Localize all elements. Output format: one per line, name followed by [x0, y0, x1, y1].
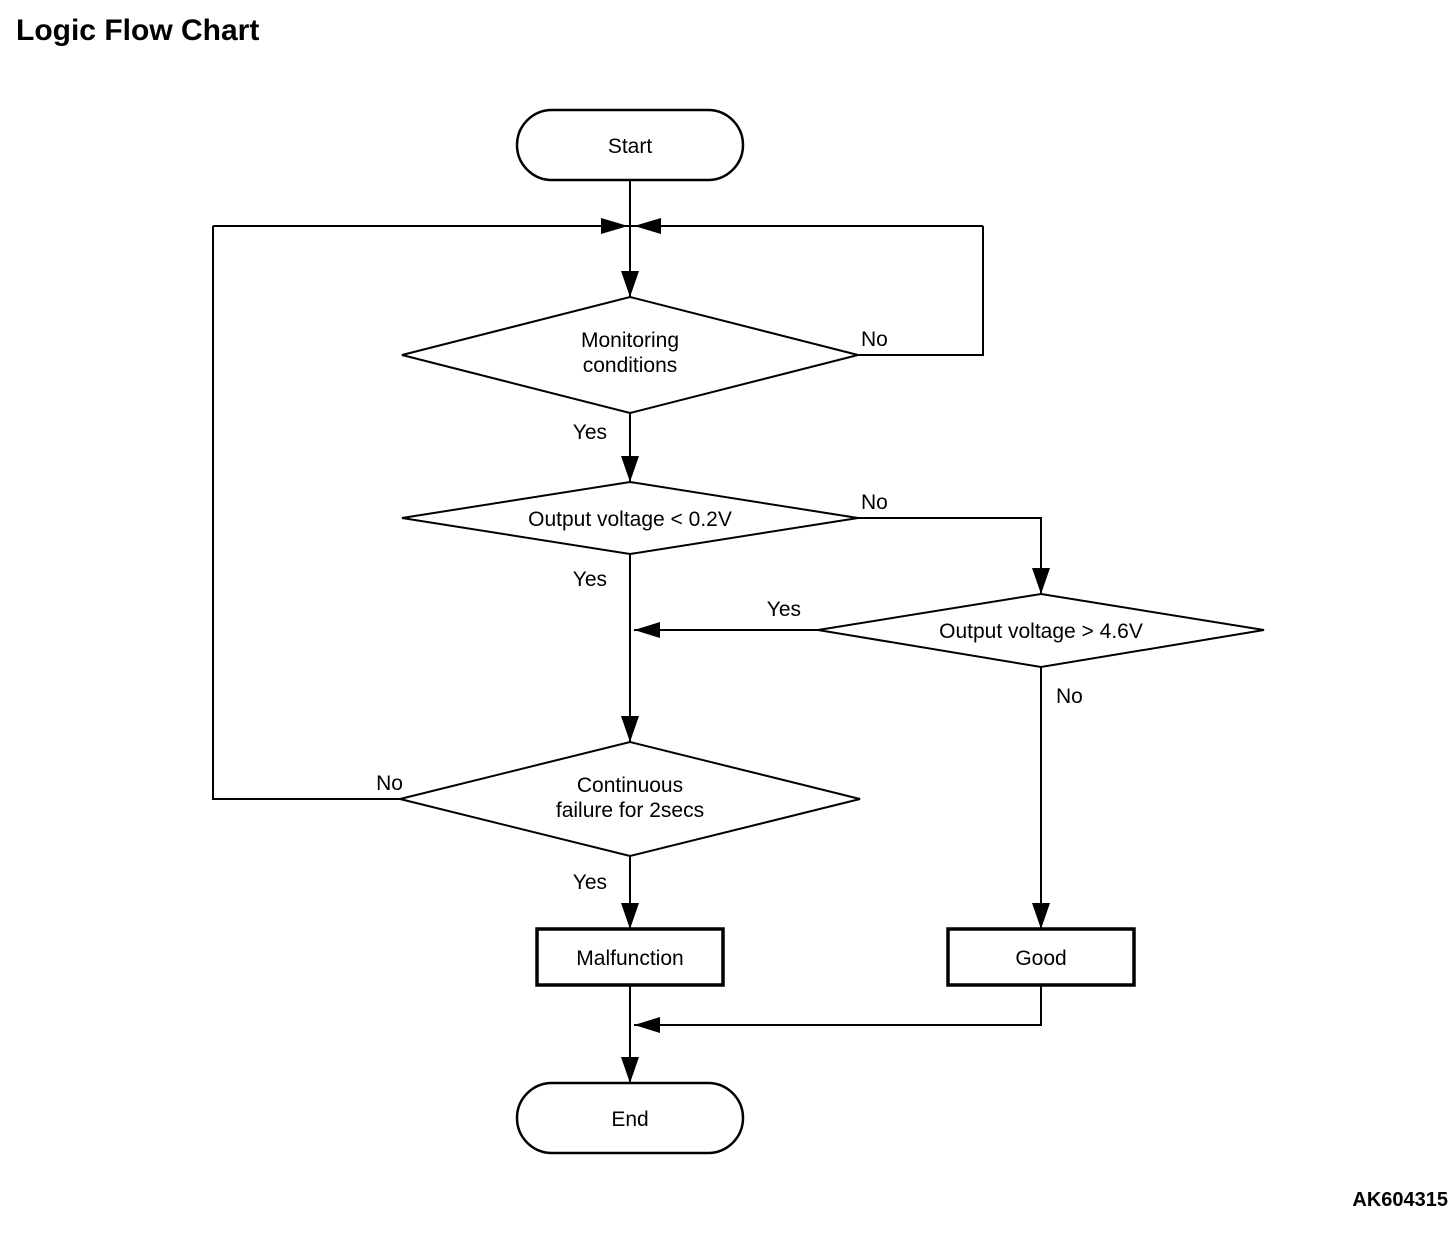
voltage-high-yes-label: Yes: [767, 598, 801, 621]
output-voltage-high-label: Output voltage > 4.6V: [939, 620, 1143, 643]
arrowhead-into-voltage-high: [1032, 568, 1050, 594]
start-node-label: Start: [608, 135, 653, 158]
end-node: [515, 1081, 745, 1155]
end-node-label: End: [611, 1108, 648, 1131]
monitoring-conditions-label-line1: Monitoring: [581, 329, 679, 352]
malfunction-node: [535, 927, 725, 987]
monitoring-yes-label: Yes: [573, 421, 607, 444]
arrowhead-into-voltage-low: [621, 456, 639, 482]
monitoring-conditions-label-line2: conditions: [583, 354, 678, 377]
arrowhead-into-good: [1032, 903, 1050, 929]
start-node: [515, 108, 745, 182]
figure-code: AK604315: [1352, 1189, 1448, 1211]
voltage-low-no-label: No: [861, 491, 888, 514]
continuous-no-label: No: [376, 772, 403, 795]
continuous-failure-label-line2: failure for 2secs: [556, 799, 704, 822]
edge-monitoring-no-loopback: [858, 226, 984, 356]
monitoring-conditions-node: [401, 295, 859, 415]
arrowhead-good-into-mainline: [634, 1017, 660, 1033]
output-voltage-high-node: [817, 592, 1265, 669]
arrowhead-into-end: [621, 1057, 639, 1083]
page-title: Logic Flow Chart: [16, 14, 259, 47]
arrowhead-voltage-high-yes-into-mainline: [634, 622, 660, 638]
edge-continuous-no-loopback: [212, 226, 404, 800]
continuous-failure-node: [399, 740, 861, 858]
arrowhead-into-monitoring: [621, 271, 639, 297]
output-voltage-low-label: Output voltage < 0.2V: [528, 508, 732, 531]
good-node-label: Good: [1015, 947, 1066, 970]
voltage-low-yes-label: Yes: [573, 568, 607, 591]
good-node: [946, 927, 1136, 987]
arrowhead-left-loop-into-junction: [601, 218, 628, 234]
monitoring-no-label: No: [861, 328, 888, 351]
arrowhead-into-continuous: [621, 716, 639, 742]
edge-good-to-merge: [634, 985, 1042, 1026]
voltage-high-no-label: No: [1056, 685, 1083, 708]
edge-voltage-low-no: [858, 517, 1042, 594]
continuous-failure-label-line1: Continuous: [577, 774, 683, 797]
malfunction-node-label: Malfunction: [576, 947, 683, 970]
arrowhead-right-loop-into-junction: [634, 218, 661, 234]
continuous-yes-label: Yes: [573, 871, 607, 894]
arrowhead-into-malfunction: [621, 903, 639, 929]
output-voltage-low-node: [401, 480, 859, 556]
